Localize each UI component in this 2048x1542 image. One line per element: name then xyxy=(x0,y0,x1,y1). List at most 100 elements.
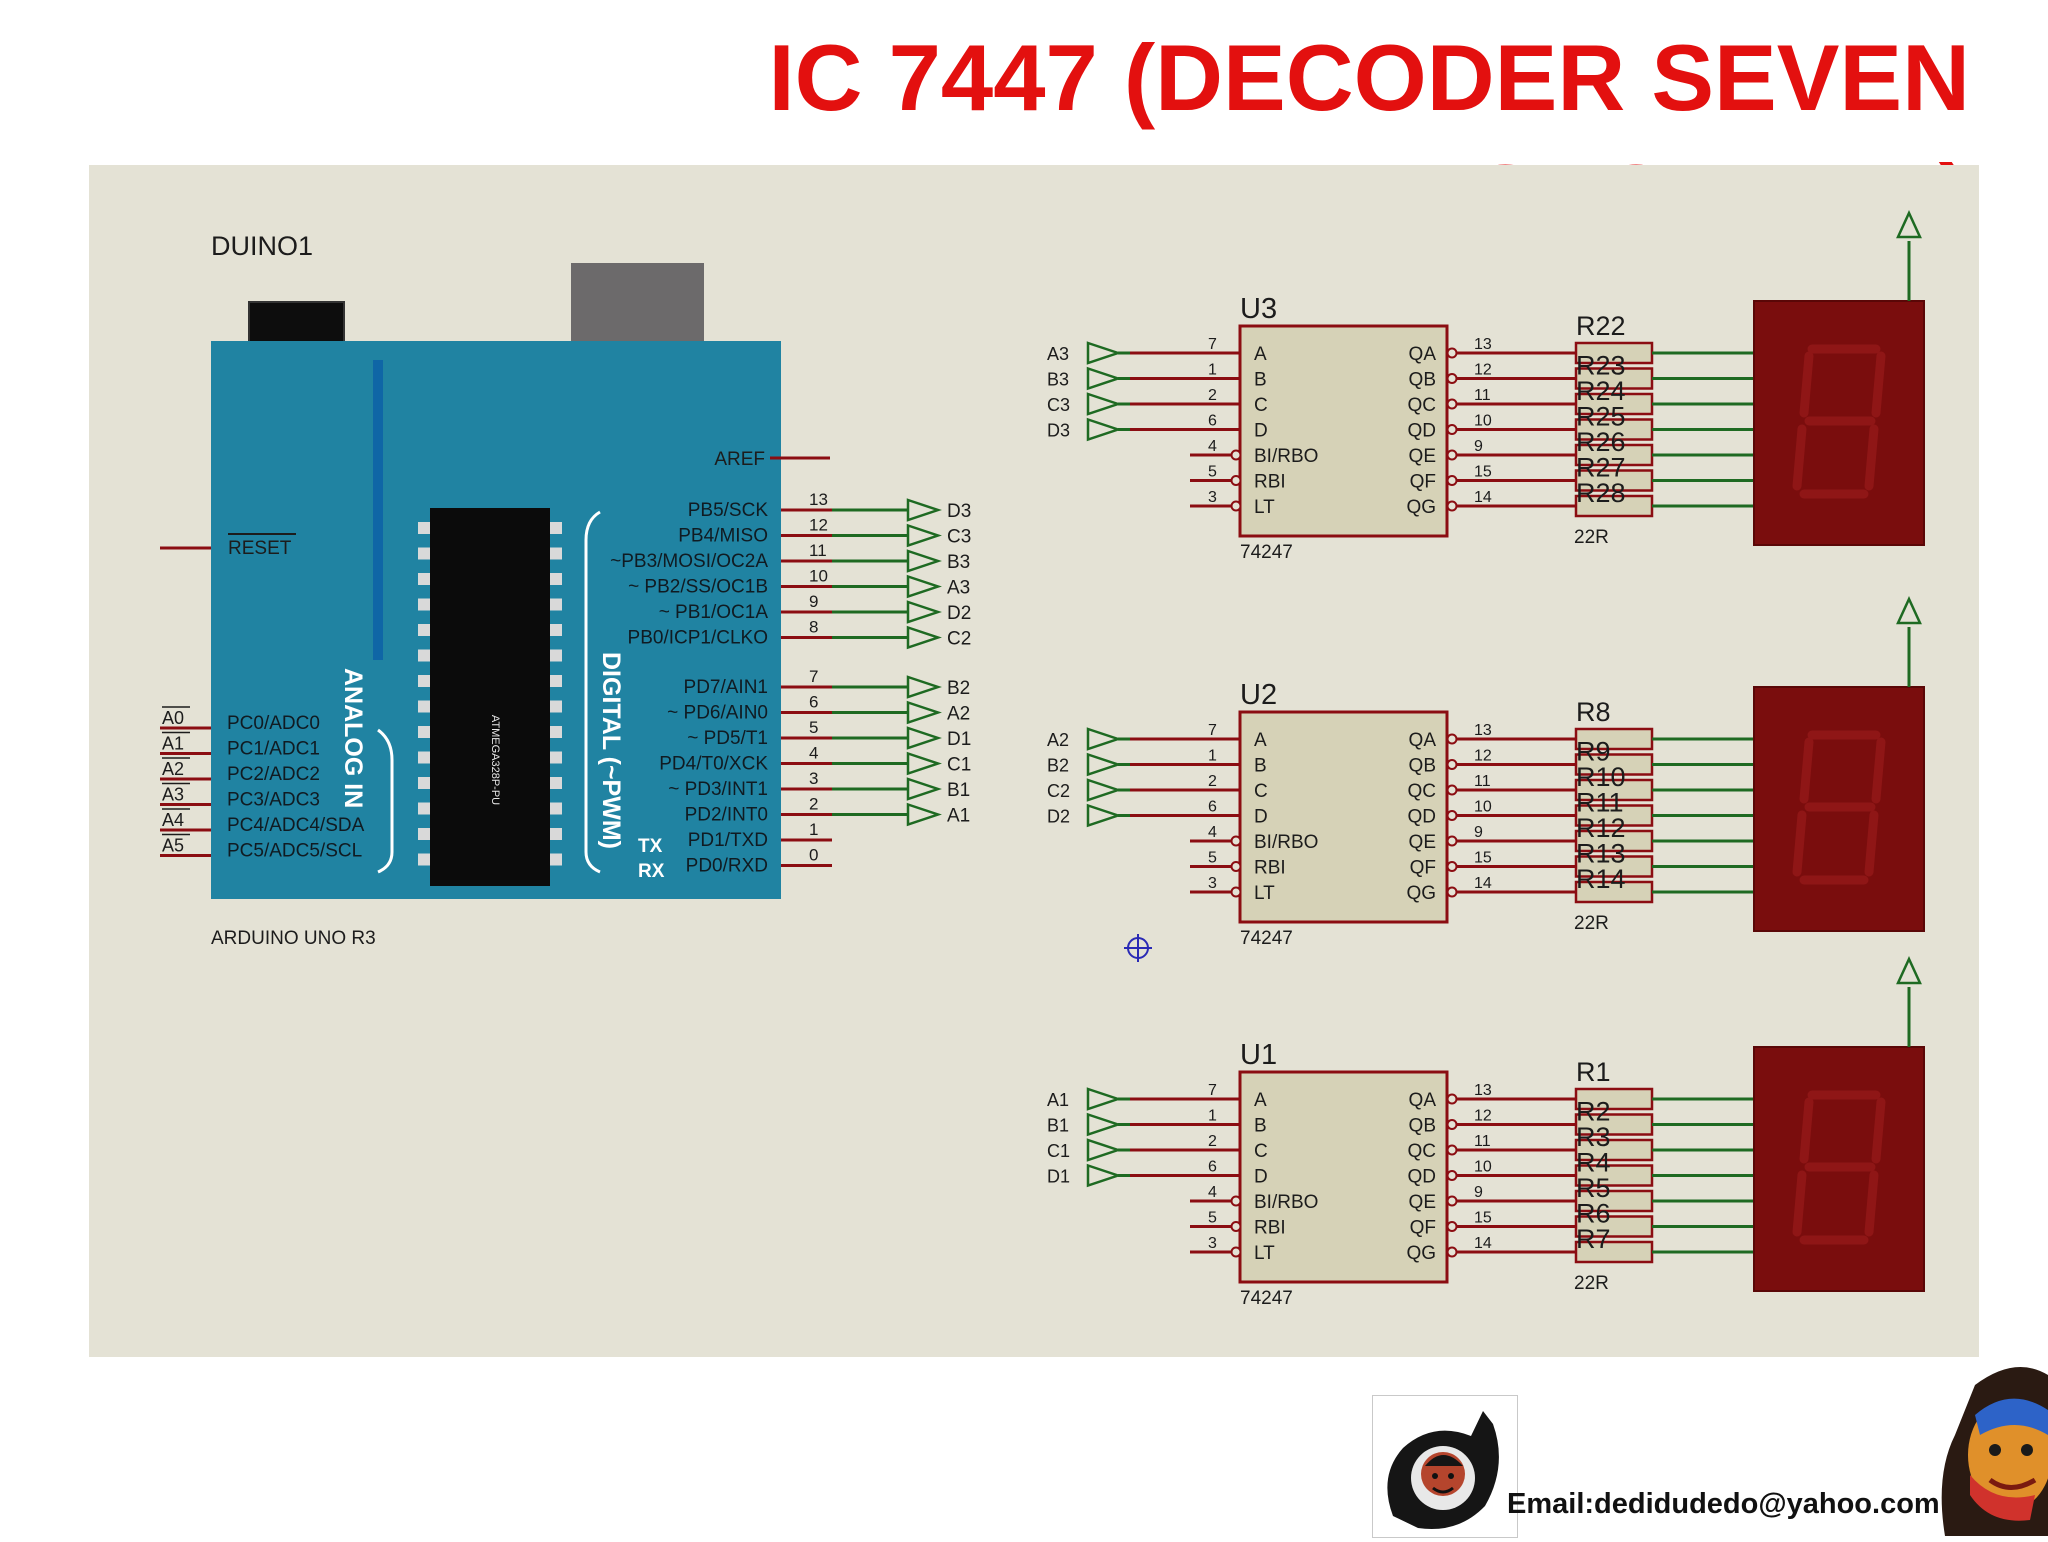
net-terminal-icon xyxy=(1086,727,1122,751)
chip-pin xyxy=(418,624,430,636)
ic-pin-number: 15 xyxy=(1474,464,1492,481)
segment-b xyxy=(1871,737,1886,804)
net-terminal-icon xyxy=(906,700,942,725)
resistor-ref: R13 xyxy=(1576,839,1626,869)
analog-pin-name: A3 xyxy=(162,785,184,805)
ic-pin-name: QD xyxy=(1408,807,1437,828)
ic-part: 74247 xyxy=(1240,1288,1293,1309)
resistor-ref: R2 xyxy=(1576,1097,1611,1127)
tx-label: TX xyxy=(638,836,663,857)
power-terminal-icon xyxy=(1896,209,1922,239)
net-terminal-icon xyxy=(906,777,942,801)
net-terminal-icon xyxy=(906,675,942,699)
digital-pin-number: 9 xyxy=(809,592,818,611)
ic-pin-number: 13 xyxy=(1474,1082,1492,1099)
resistor-ref: R11 xyxy=(1576,788,1624,818)
digital-pin-label: PB5/SCK xyxy=(688,500,769,521)
segment-f xyxy=(1799,351,1814,418)
segment-c xyxy=(1864,810,1879,877)
ic-part: 74247 xyxy=(1240,928,1293,949)
analog-pin-label: PC3/ADC3 xyxy=(227,790,320,811)
ic-pin-name: C xyxy=(1254,1141,1268,1162)
net-terminal-icon xyxy=(906,625,942,650)
ic-pin-name: D xyxy=(1254,421,1268,442)
digital-pin-label: PD2/INT0 xyxy=(685,805,768,826)
author-email[interactable]: Email:dedidudedo@yahoo.com xyxy=(1507,1488,1940,1520)
inversion-bubble-icon xyxy=(1446,347,1458,359)
net-label: B3 xyxy=(947,552,970,573)
inversion-bubble-icon xyxy=(1446,1221,1458,1232)
chip-pin xyxy=(418,726,430,738)
segment-c xyxy=(1864,1170,1879,1237)
ic-pin-name: B xyxy=(1254,756,1267,777)
net-terminal-icon xyxy=(906,574,942,599)
resistor-ref: R9 xyxy=(1576,737,1611,767)
ic-pin-number: 4 xyxy=(1208,438,1217,455)
chip-pin xyxy=(418,573,430,585)
arduino-board[interactable] xyxy=(160,263,830,899)
ic-pin-name: LT xyxy=(1254,497,1275,518)
resistor-ref: R4 xyxy=(1576,1148,1611,1178)
analog-pin-label: PC1/ADC1 xyxy=(227,739,320,760)
net-terminal-icon xyxy=(1086,1112,1122,1137)
ic-ref: U1 xyxy=(1240,1039,1277,1071)
ic-pin-number: 11 xyxy=(1474,387,1491,404)
resistor-ref: R3 xyxy=(1576,1122,1611,1152)
net-terminal-icon xyxy=(1086,1163,1122,1188)
ic-pin-number: 9 xyxy=(1474,1184,1483,1201)
net-label: B2 xyxy=(947,678,970,699)
analog-pin-name: A4 xyxy=(162,810,184,830)
inversion-bubble-icon xyxy=(1446,1144,1458,1156)
inversion-bubble-icon xyxy=(1230,1246,1242,1258)
net-label: C3 xyxy=(947,527,971,548)
resistor-ref: R23 xyxy=(1576,351,1626,381)
ic-pin-number: 13 xyxy=(1474,722,1492,739)
ic-pin-number: 4 xyxy=(1208,1184,1217,1201)
microcontroller-chip xyxy=(430,508,550,886)
digital-pin-number: 13 xyxy=(809,490,828,509)
digital-pin-label: PB4/MISO xyxy=(678,526,768,547)
digital-pin-label: PD1/TXD xyxy=(688,830,768,851)
ic-pin-number: 1 xyxy=(1208,362,1217,379)
chip-pin xyxy=(418,751,430,764)
resistor-ref: R12 xyxy=(1576,813,1626,843)
ic-pin-name: RBI xyxy=(1254,858,1286,879)
resistor-ref: R6 xyxy=(1576,1199,1611,1229)
resistor-ref: R14 xyxy=(1576,864,1626,894)
inversion-bubble-icon xyxy=(1230,1221,1242,1232)
net-label: B1 xyxy=(947,780,970,801)
ic-pin-name: QF xyxy=(1410,472,1436,493)
ic-pin-number: 12 xyxy=(1474,748,1492,765)
analog-pin-label: PC2/ADC2 xyxy=(227,764,320,785)
inversion-bubble-icon xyxy=(1446,1093,1458,1105)
ic-pin-number: 9 xyxy=(1474,438,1483,455)
inversion-bubble-icon xyxy=(1230,1195,1242,1207)
resistor-ref: R5 xyxy=(1576,1173,1611,1203)
analog-in-label: ANALOG IN xyxy=(339,668,367,808)
ic-pin-number: 14 xyxy=(1474,1235,1492,1252)
analog-pin-name: A2 xyxy=(162,759,184,779)
ic-input-net: A1 xyxy=(1047,1090,1069,1110)
net-terminal-icon xyxy=(1086,1087,1122,1111)
analog-pin-name: A1 xyxy=(162,734,184,754)
net-terminal-icon xyxy=(1086,803,1122,828)
digital-pwm-label: DIGITAL (~PWM) xyxy=(597,652,625,849)
ic-pin-name: A xyxy=(1254,344,1267,365)
ic-pin-number: 2 xyxy=(1208,387,1217,404)
ic-pin-number: 9 xyxy=(1474,824,1483,841)
digital-pin-number: 2 xyxy=(809,795,818,814)
ic-input-net: D2 xyxy=(1047,807,1070,827)
analog-pin-label: PC0/ADC0 xyxy=(227,713,320,734)
ic-input-net: A2 xyxy=(1047,730,1069,750)
inversion-bubble-icon xyxy=(1446,449,1458,461)
inversion-bubble-icon xyxy=(1446,810,1458,821)
ic-pin-name: B xyxy=(1254,1116,1267,1137)
ic-pin-name: QB xyxy=(1409,756,1436,777)
ic-pin-number: 14 xyxy=(1474,875,1492,892)
ic-pin-name: QG xyxy=(1406,497,1436,518)
